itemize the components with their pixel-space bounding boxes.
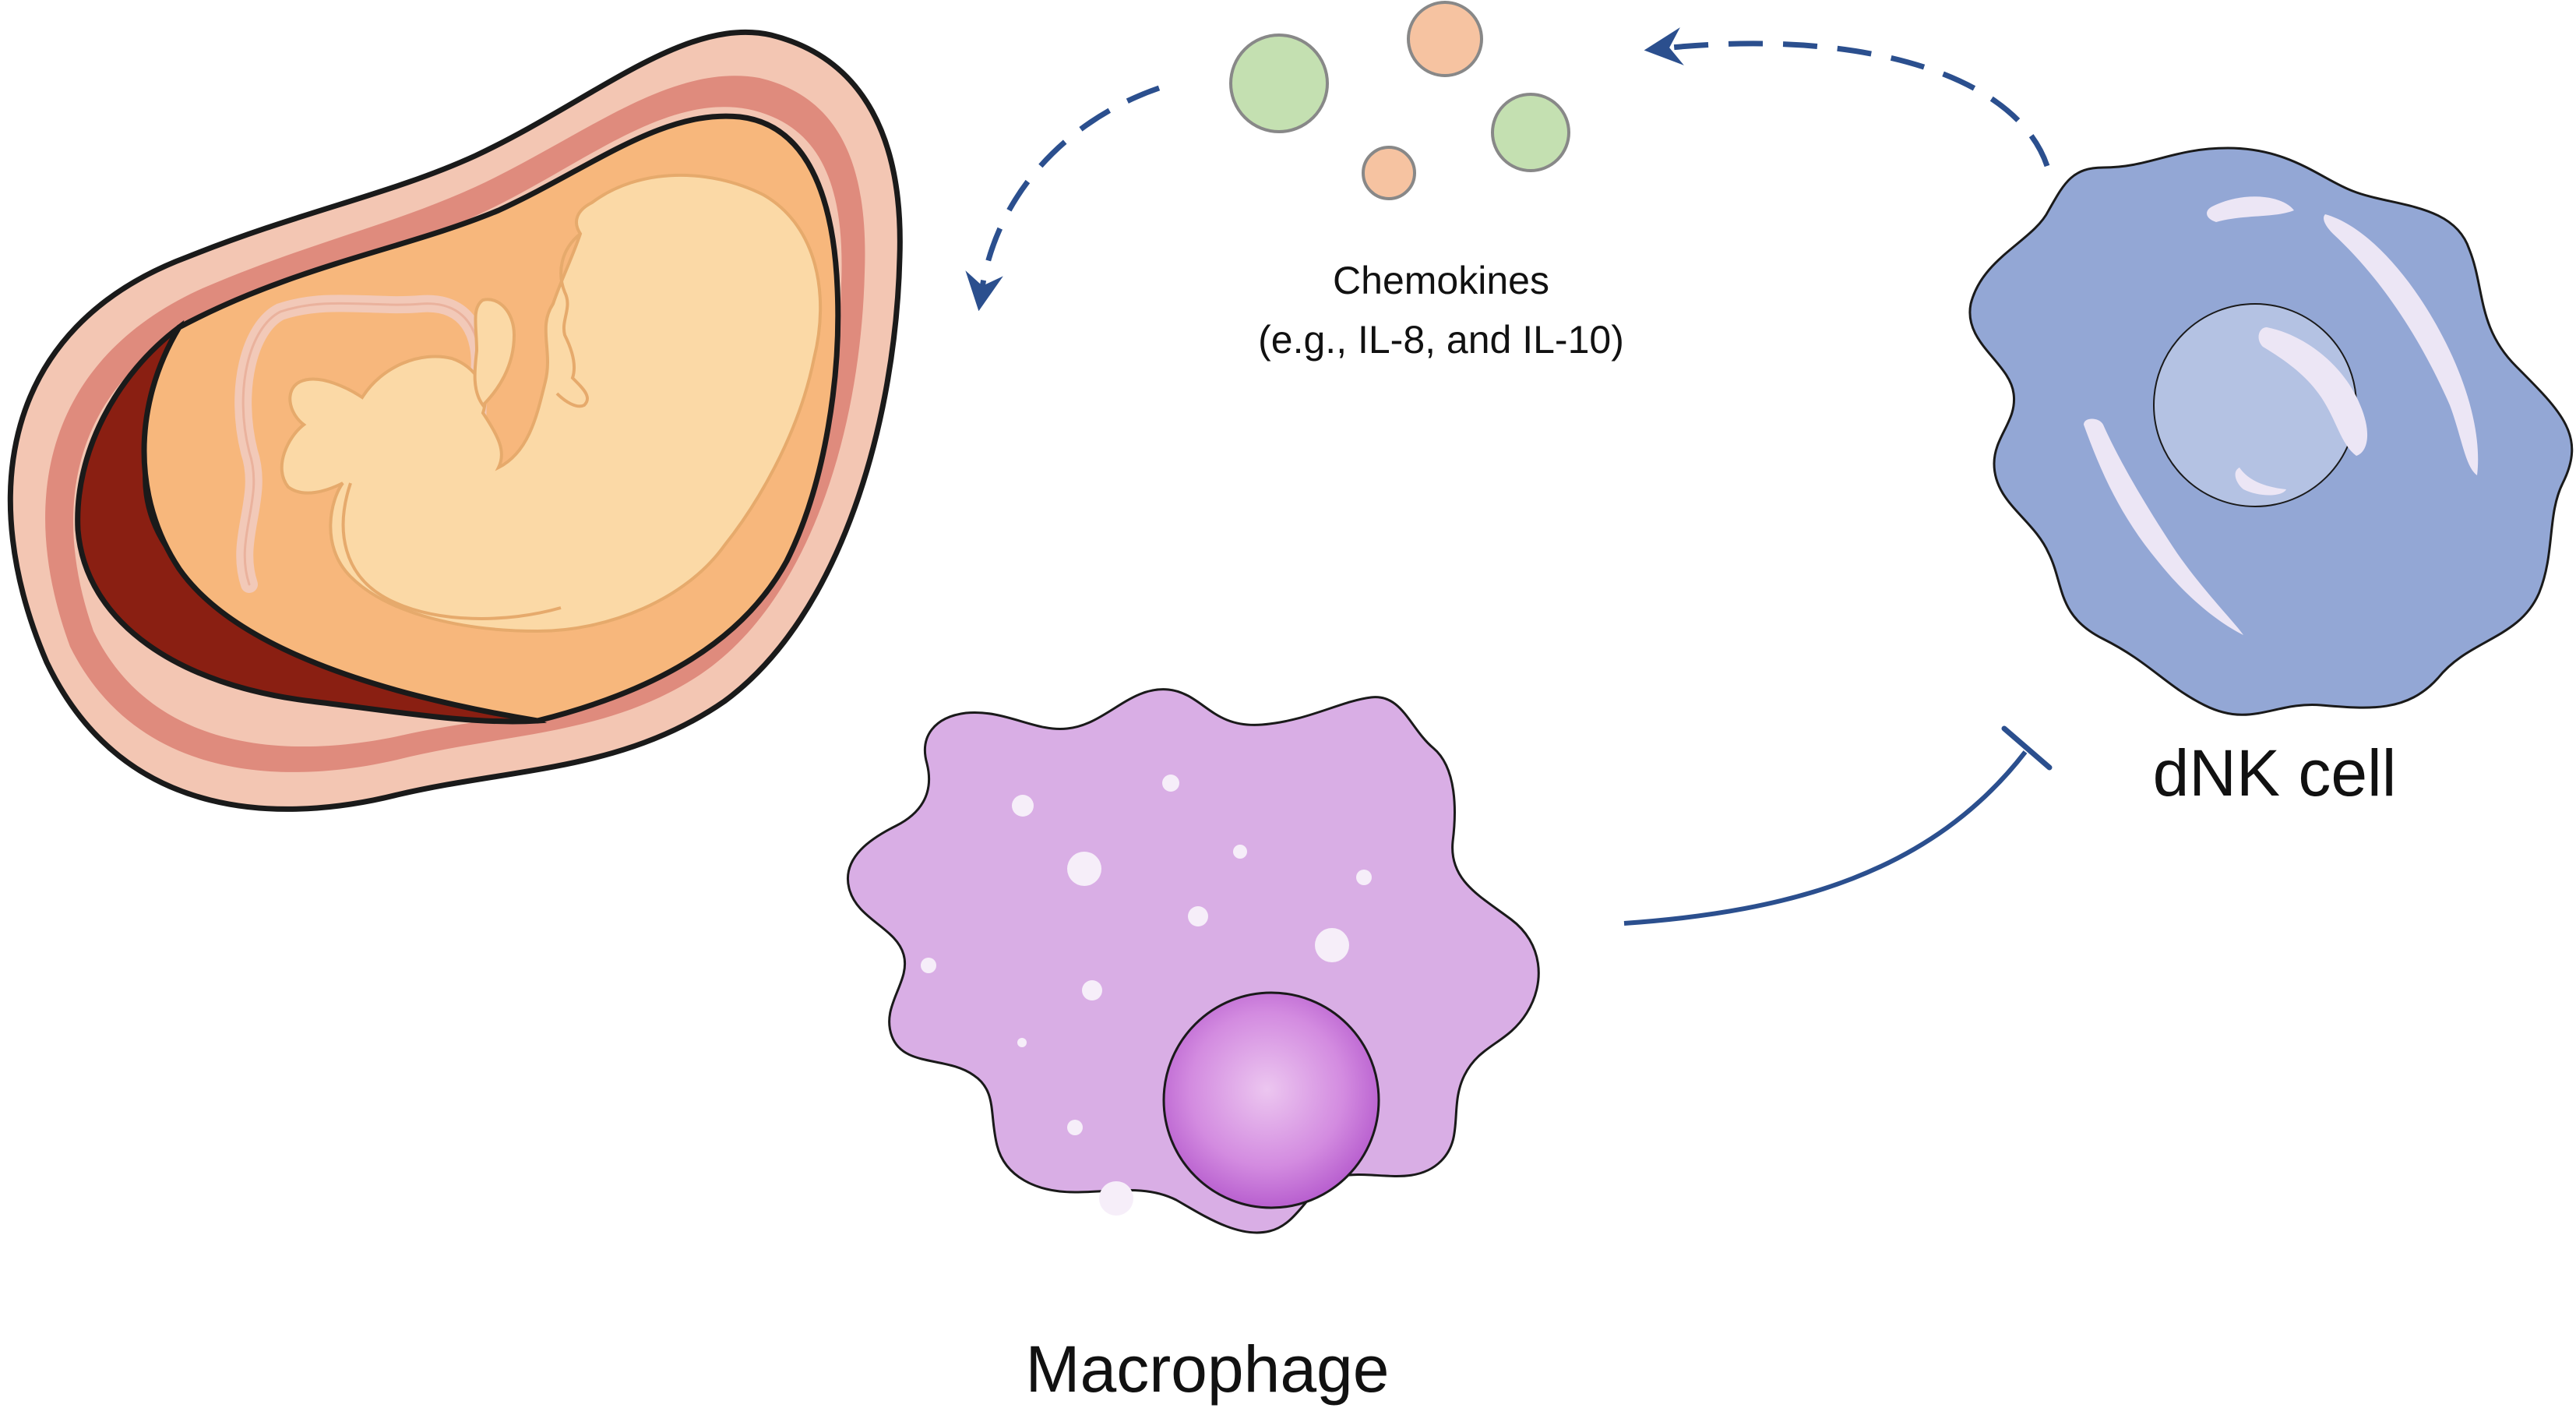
arrow-chemokines-to-uterus [965,85,1161,312]
dnk-highlight-left [2084,418,2243,635]
dnk-nucleus-highlight [2258,327,2368,456]
chemokine-orange-small [1362,146,1416,200]
uterus-with-fetus [7,29,903,812]
granule [1188,906,1208,926]
dnk-nucleus-highlight-small [2235,468,2286,496]
chemokine-green-large [1229,34,1329,133]
granule [1099,1181,1133,1216]
macrophage [847,688,1540,1234]
granule [1082,980,1102,1000]
macrophage-nucleus [1162,991,1380,1209]
granule [1162,775,1179,792]
granule [1067,852,1101,886]
dnk-highlight-top [2207,196,2294,222]
granule [921,958,936,973]
chemokine-orange-top [1407,1,1483,77]
dnk-cell [1968,146,2574,716]
arrow-dnk-to-chemokines [1644,27,2050,168]
granule [1315,928,1349,962]
chemokines-title: Chemokines [1333,259,1549,302]
chemokine-green-right [1491,93,1570,172]
granule [1012,795,1034,817]
dnk-cell-nucleus [2153,303,2357,507]
chemokine-cluster [1229,1,1570,200]
macrophage-granules [921,775,1372,1216]
fetus [280,173,823,633]
inhibition-bar [2001,725,2053,771]
granule [1233,845,1247,859]
dnk-cell-label: dNK cell [2152,736,2397,810]
fetus-leg [341,482,562,620]
granule [1067,1120,1083,1135]
fetus-arm [473,298,516,408]
macrophage-label: Macrophage [1025,1332,1390,1406]
chemokines-label: Chemokines (e.g., IL-8, and IL-10) [1083,251,1799,369]
fetus-face [555,232,589,408]
granule [1356,870,1372,885]
granule [1017,1038,1027,1047]
inhibition-arrow-macrophage-to-dnk [1623,750,2028,926]
chemokines-examples: (e.g., IL-8, and IL-10) [1258,318,1624,362]
